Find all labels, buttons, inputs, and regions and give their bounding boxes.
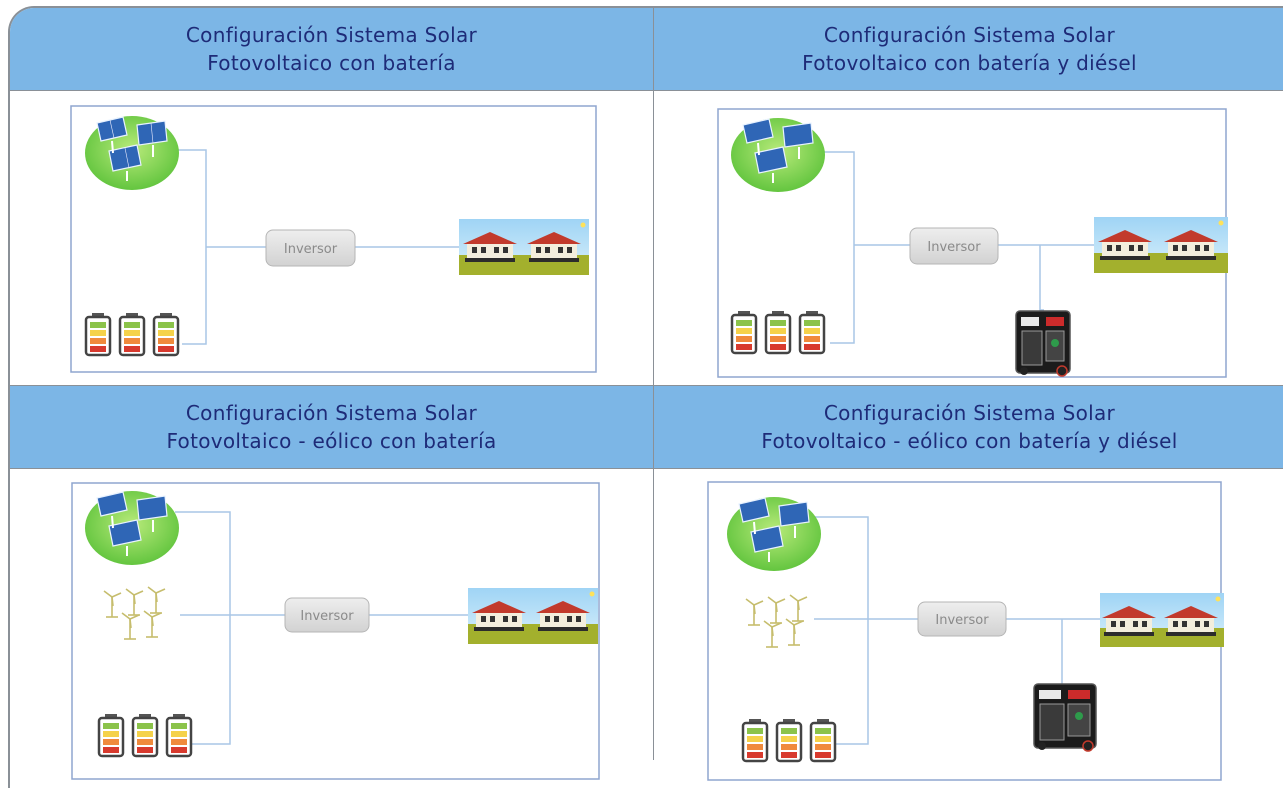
column-divider bbox=[653, 8, 654, 760]
header-1-line-1: Configuración Sistema Solar bbox=[185, 23, 478, 47]
batteries-icon bbox=[741, 717, 837, 763]
header-1-line-2: Fotovoltaico con batería bbox=[207, 51, 456, 75]
inverter-box: Inversor bbox=[917, 601, 1007, 637]
inverter-label: Inversor bbox=[927, 240, 981, 255]
solar-panels-icon bbox=[731, 118, 825, 192]
inverter-label: Inversor bbox=[284, 242, 338, 257]
wind-turbines-icon bbox=[103, 586, 166, 640]
batteries-icon bbox=[97, 712, 193, 758]
connector-line bbox=[814, 516, 869, 745]
row-divider bbox=[10, 90, 1283, 91]
solar-panels-icon bbox=[727, 497, 821, 571]
row-divider bbox=[10, 468, 1283, 469]
row-divider bbox=[10, 385, 1283, 386]
connector-line bbox=[175, 511, 231, 745]
inverter-box: Inversor bbox=[284, 597, 370, 633]
header-4-line-2: Fotovoltaico - eólico con batería y diés… bbox=[761, 429, 1178, 453]
inverter-label: Inversor bbox=[935, 613, 989, 628]
solar-panels-icon bbox=[85, 491, 179, 565]
diagram-solar-battery-diesel: Inversor bbox=[717, 108, 1228, 378]
header-4-line-1: Configuración Sistema Solar bbox=[823, 401, 1116, 425]
connector-line bbox=[824, 151, 855, 344]
connector-line bbox=[1039, 245, 1044, 311]
header-2-line-2: Fotovoltaico con batería y diésel bbox=[802, 51, 1137, 75]
diagram-solar-battery: Inversor bbox=[70, 105, 597, 373]
header-3-line-1: Configuración Sistema Solar bbox=[185, 401, 478, 425]
diesel-generator-icon bbox=[1033, 683, 1097, 752]
houses-icon bbox=[459, 219, 589, 275]
header-3-line-2: Fotovoltaico - eólico con batería bbox=[166, 429, 497, 453]
diesel-generator-icon bbox=[1015, 310, 1071, 377]
inverter-box: Inversor bbox=[909, 227, 999, 265]
header-2-line-1: Configuración Sistema Solar bbox=[823, 23, 1116, 47]
houses-icon bbox=[468, 588, 598, 644]
houses-icon bbox=[1094, 217, 1228, 273]
diagram-solar-wind-battery-diesel: Inversor bbox=[707, 481, 1224, 781]
batteries-icon bbox=[84, 311, 180, 357]
inverter-label: Inversor bbox=[300, 609, 354, 624]
diagram-solar-wind-battery: Inversor bbox=[71, 482, 600, 780]
inverter-box: Inversor bbox=[265, 229, 356, 267]
solar-panels-icon bbox=[85, 116, 179, 190]
batteries-icon bbox=[730, 309, 826, 355]
houses-icon bbox=[1100, 593, 1224, 647]
